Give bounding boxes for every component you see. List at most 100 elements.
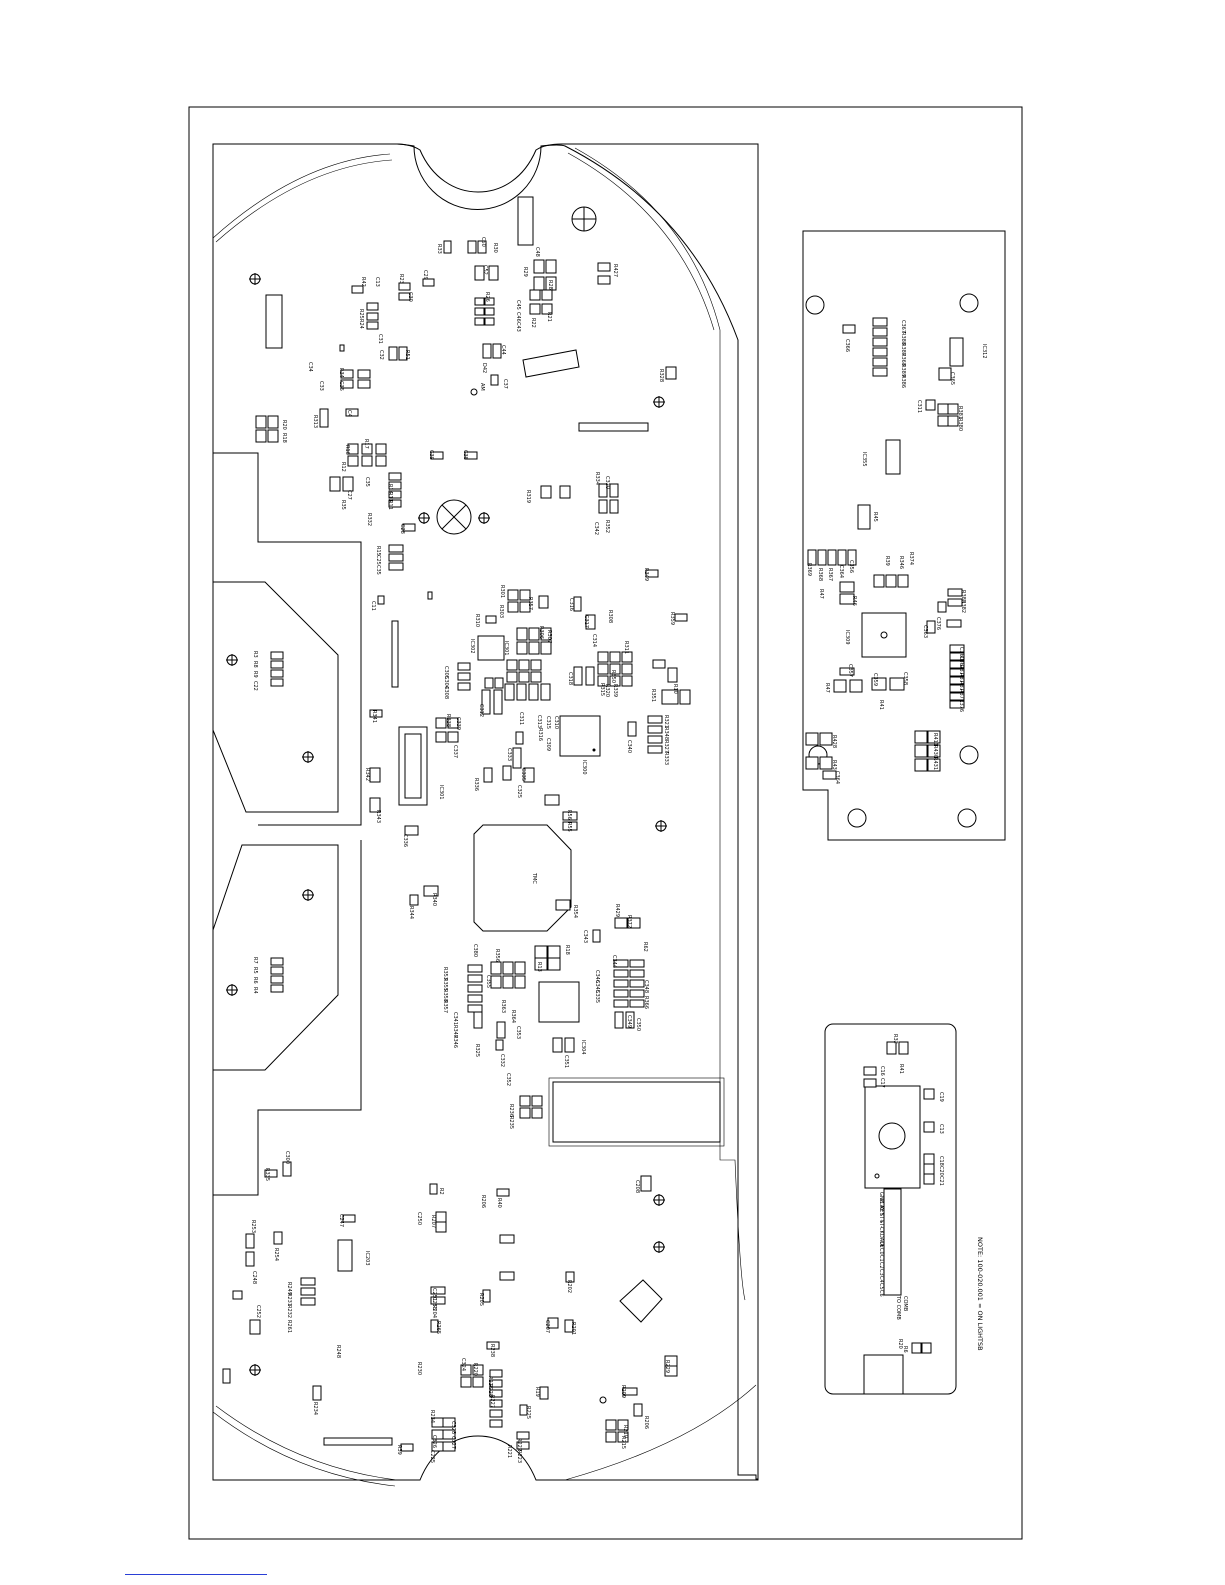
component-pad [640,1175,652,1192]
component-pad [502,975,514,989]
component-ref-label: R371 [958,689,964,702]
component-pad [488,265,499,281]
component-pad [661,689,679,705]
component-pad [519,1095,531,1107]
component-pad [486,1341,500,1350]
component-ref-label: R357 [527,597,533,610]
component-pad [923,1163,935,1175]
component-ref-label: R347 [452,1025,458,1038]
component-ref-label: R306 [538,626,544,639]
component-ref-label: R328 [658,369,664,382]
component-pad [629,979,645,988]
switch-module [864,1085,921,1189]
connector-pin-label: C2 [878,1262,884,1269]
component-pad [807,549,817,566]
component-pad [819,756,833,770]
component-pad [347,443,359,455]
connector-pin-label: DATA [878,1234,884,1247]
component-ref-label: C342 [593,522,599,535]
component-pad [528,627,540,641]
component-pad [442,1429,456,1440]
component-pad [562,811,578,821]
component-ref-label: C300 [284,1151,290,1164]
component-pad [495,1039,504,1051]
component-pad [474,297,485,306]
component-ref-label: C43 [515,322,521,332]
component-pad [592,929,601,943]
component-ref-label: R338 [445,714,451,727]
component-ref-label: C343 [582,930,588,943]
component-ref-label: R340 [431,893,437,906]
component-pad [621,651,633,663]
component-ref-label: R310 [474,614,480,627]
component-ref-label: C18 [938,1156,944,1166]
component-ref-label: R238 [489,1344,495,1357]
component-pad [515,731,524,745]
component-pad [949,692,965,701]
component-pad [947,598,963,607]
component-ref-label: C363 [922,625,928,638]
component-ref-label: C324 [460,1358,466,1371]
component-pad [863,1078,877,1088]
component-pad [388,544,404,553]
component-ref-label: IC304 [580,1040,586,1055]
drawing-note: NOTE: 100-020.001 = ON LIGHTSB [976,1237,984,1351]
component-ref-label: R320 [604,684,610,697]
component-ref-label: R223 [516,1450,522,1463]
component-pad [872,367,888,377]
component-ref-label: R234 [429,1410,435,1423]
component-pad [925,399,936,411]
component-pad [617,1419,629,1431]
component-pad [270,651,284,660]
component-ref-label: C348 [643,980,649,993]
component-pad [540,485,552,499]
component-ref-label: R430 [932,745,938,758]
component-ref-label: TMC [531,872,537,884]
component-pad [267,415,279,429]
component-pad [282,1161,292,1177]
component-pad [512,747,522,769]
component-ref-label: C364 [838,565,844,578]
component-pad [484,297,495,306]
upper-arc [212,153,391,239]
component-ref-label: R344 [408,906,414,919]
component-pad [652,659,666,669]
component-ref-label: R301 [499,585,505,598]
component-ref-label: R389 [900,364,906,377]
component-ref-label: C332 [499,1054,505,1067]
component-ref-label: R4 [252,987,258,994]
component-pad [375,455,387,467]
component-ref-label: R249 [286,1282,292,1295]
component-ref-label: R353 [442,967,448,980]
component-pad [457,672,471,681]
component-ref-label: R18 [281,433,287,443]
component-ref-label: R366 [643,996,649,1009]
component-pad [614,1011,624,1029]
component-pad [482,1289,491,1303]
component-ref-label: C19 [938,1092,944,1102]
component-pad [605,1419,617,1431]
component-ref-label: C335 [594,990,600,1003]
connector-pin-label: ST+ [878,1213,884,1223]
component-pad [507,589,519,601]
component-pad [842,324,856,334]
component-pad [404,825,419,836]
component-pad [329,476,341,492]
main-board-outline [212,143,759,1481]
header-strip [578,422,649,432]
component-ref-label: R368 [817,568,823,581]
component-ref-label: R355 [442,978,448,991]
component-ref-label: C35 [375,565,381,575]
drawing-frame [188,106,1023,1540]
component-pad [621,675,633,687]
lower-arc [212,1411,396,1487]
component-pad [885,574,897,588]
component-ref-label: R333 [663,752,669,765]
component-pad [319,408,329,428]
component-ref-label: R319 [525,490,531,503]
component-ref-label: R327 [663,740,669,753]
component-ref-label: R231 [286,1293,292,1306]
component-pad [496,1188,510,1197]
component-pad [300,1277,316,1286]
component-pad [494,677,504,689]
